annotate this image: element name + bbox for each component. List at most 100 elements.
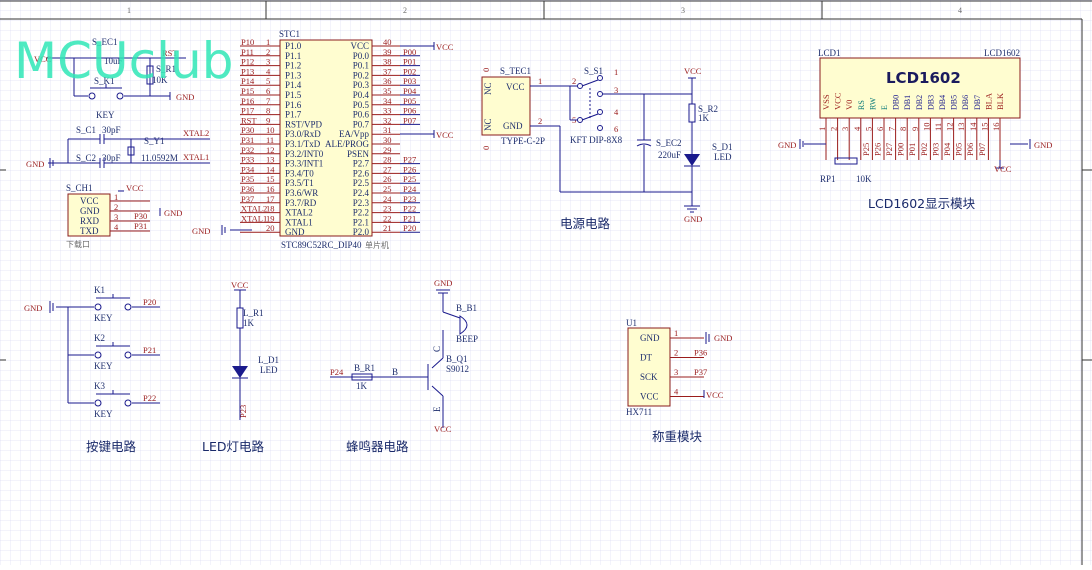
lcd-pin-name: BLK bbox=[995, 92, 1005, 110]
power-pin-2: 2 bbox=[538, 116, 542, 126]
mcu-left-pin-name: P3.7/RD bbox=[285, 198, 317, 208]
hx711-gnd-net: GND bbox=[714, 333, 732, 343]
mcu-left-pin-num: 8 bbox=[266, 106, 270, 116]
mcu-left-pin-name: P1.3 bbox=[285, 70, 302, 80]
crystal-c1-val: 30pF bbox=[102, 125, 121, 135]
mcu-right-pin-name: P2.0 bbox=[353, 227, 370, 237]
mcu-right-net: P04 bbox=[403, 86, 417, 96]
mcu-part: STC89C52RC_DIP40 bbox=[281, 240, 362, 250]
buzzer-r-val: 1K bbox=[356, 381, 368, 391]
lcd-pin-name: DB5 bbox=[950, 95, 959, 110]
buzzer-pin-e: E bbox=[432, 406, 442, 412]
mcu-right-pin-num: 37 bbox=[383, 66, 392, 76]
lcd-net: P05 bbox=[954, 143, 964, 156]
mcu-left-pin-num: 14 bbox=[266, 164, 275, 174]
lcd-pin-num: 16 bbox=[991, 123, 1001, 132]
mcu-right-net: P22 bbox=[403, 204, 416, 214]
mcu-left-pin-name: XTAL1 bbox=[285, 217, 313, 227]
mcu-left-pin-name: GND bbox=[285, 227, 305, 237]
download-pin-name: TXD bbox=[80, 226, 99, 236]
download-p31-net: P31 bbox=[134, 221, 147, 231]
lcd-pin-num: 9 bbox=[910, 127, 920, 131]
mcu-ea-vcc-net: VCC bbox=[436, 130, 454, 140]
download-vcc-net: VCC bbox=[126, 183, 144, 193]
download-pin-num: 2 bbox=[114, 202, 118, 212]
mcu-left-pin-num: 12 bbox=[266, 145, 275, 155]
mcu-right-pin-num: 21 bbox=[383, 223, 392, 233]
mcu-left-pin-name: P3.6/WR bbox=[285, 188, 318, 198]
lcd-pin-num: 7 bbox=[887, 127, 897, 131]
mcu-left-pin-name: P1.6 bbox=[285, 100, 302, 110]
key-ref: K1 bbox=[94, 285, 105, 295]
mcu-right-pin-num: 30 bbox=[383, 135, 392, 145]
mcu-left-net: P35 bbox=[241, 174, 254, 184]
mcu-right-pin-name: PSEN bbox=[347, 149, 370, 159]
power-sw-part: KFT DIP-8X8 bbox=[570, 135, 623, 145]
mcu-left-pin-num: 10 bbox=[266, 125, 275, 135]
mcu-left-net: P12 bbox=[241, 57, 254, 67]
mcu-left-pin-name: P1.4 bbox=[285, 80, 302, 90]
lcd-pin-name: DB1 bbox=[903, 95, 912, 110]
power-conn-nc-2: NC bbox=[483, 118, 493, 131]
frame-col-4: 4 bbox=[958, 6, 962, 15]
mcu-right-net: P26 bbox=[403, 164, 416, 174]
mcu-left-pin-num: 6 bbox=[266, 86, 270, 96]
mcu-right-net: P25 bbox=[403, 174, 416, 184]
lcd-pin-name: DB4 bbox=[938, 95, 947, 110]
caption-led: LED灯电路 bbox=[202, 439, 264, 454]
hx711-pin-num: 3 bbox=[674, 367, 678, 377]
mcu-right-pin-num: 26 bbox=[383, 174, 392, 184]
key-ref: K2 bbox=[94, 333, 105, 343]
mcu-right-pin-num: 38 bbox=[383, 57, 392, 67]
mcu-left-pin-num: 3 bbox=[266, 57, 270, 67]
download-pin-name: VCC bbox=[80, 196, 99, 206]
mcu-left-pin-name: P1.5 bbox=[285, 90, 302, 100]
led-r-ref: L_R1 bbox=[243, 308, 264, 318]
mcu-right-pin-num: 33 bbox=[383, 106, 392, 116]
mcu-left-pin-num: 19 bbox=[266, 213, 275, 223]
download-pin-name: RXD bbox=[80, 216, 100, 226]
lcd-vcc-net: VCC bbox=[994, 164, 1012, 174]
crystal-y-ref: S_Y1 bbox=[144, 136, 165, 146]
lcd-pin-num: 1 bbox=[817, 127, 827, 131]
mcu-left-pin-num: 17 bbox=[266, 194, 275, 204]
power-conn-pin-vcc: VCC bbox=[506, 82, 525, 92]
power-sw-pin-1: 1 bbox=[614, 67, 618, 77]
mcu-right-pin-name: P2.4 bbox=[353, 188, 370, 198]
lcd-ref: LCD1 bbox=[818, 48, 841, 58]
lcd-net: P07 bbox=[977, 143, 987, 156]
key-ref: K3 bbox=[94, 381, 105, 391]
power-conn-nc-1: NC bbox=[483, 82, 493, 95]
lcd-gnd-right: GND bbox=[1034, 140, 1052, 150]
download-p30-net: P30 bbox=[134, 211, 147, 221]
lcd-net: P06 bbox=[965, 143, 975, 156]
mcu-left-pin-name: P1.1 bbox=[285, 51, 301, 61]
lcd-pin-name: DB6 bbox=[961, 95, 970, 110]
crystal-xtal2-net: XTAL2 bbox=[183, 128, 209, 138]
mcu-right-pin-num: 35 bbox=[383, 86, 392, 96]
lcd-pin-name: RS bbox=[857, 100, 866, 110]
mcu-left-net: P13 bbox=[241, 66, 254, 76]
lcd-net: P01 bbox=[907, 143, 917, 156]
mcu-left-pin-name: P3.2/INT0 bbox=[285, 149, 324, 159]
crystal-xtal1-net: XTAL1 bbox=[183, 152, 209, 162]
buzzer-vcc-net: VCC bbox=[434, 424, 452, 434]
mcu-right-net: P03 bbox=[403, 76, 416, 86]
lcd-pin-num: 15 bbox=[979, 123, 989, 132]
lcd-part: LCD1602 bbox=[984, 48, 1020, 58]
mcu-left-pin-num: 11 bbox=[266, 135, 274, 145]
key-type: KEY bbox=[94, 361, 113, 371]
mcu-left-pin-num: 7 bbox=[266, 96, 270, 106]
mcu-left-net: P33 bbox=[241, 155, 254, 165]
lcd-pin-num: 14 bbox=[968, 122, 978, 131]
lcd-pin-name: VCC bbox=[833, 92, 843, 110]
led-r-val: 1K bbox=[243, 318, 255, 328]
mcu-left-net: XTAL1 bbox=[241, 213, 267, 223]
crystal-c2-ref: S_C2 bbox=[76, 153, 96, 163]
mcu-left-net: P36 bbox=[241, 184, 254, 194]
led-d-type: LED bbox=[260, 365, 278, 375]
mcu-right-pin-num: 36 bbox=[383, 76, 392, 86]
reset-key-type: KEY bbox=[96, 110, 115, 120]
power-sw-pin-6: 6 bbox=[614, 124, 618, 134]
